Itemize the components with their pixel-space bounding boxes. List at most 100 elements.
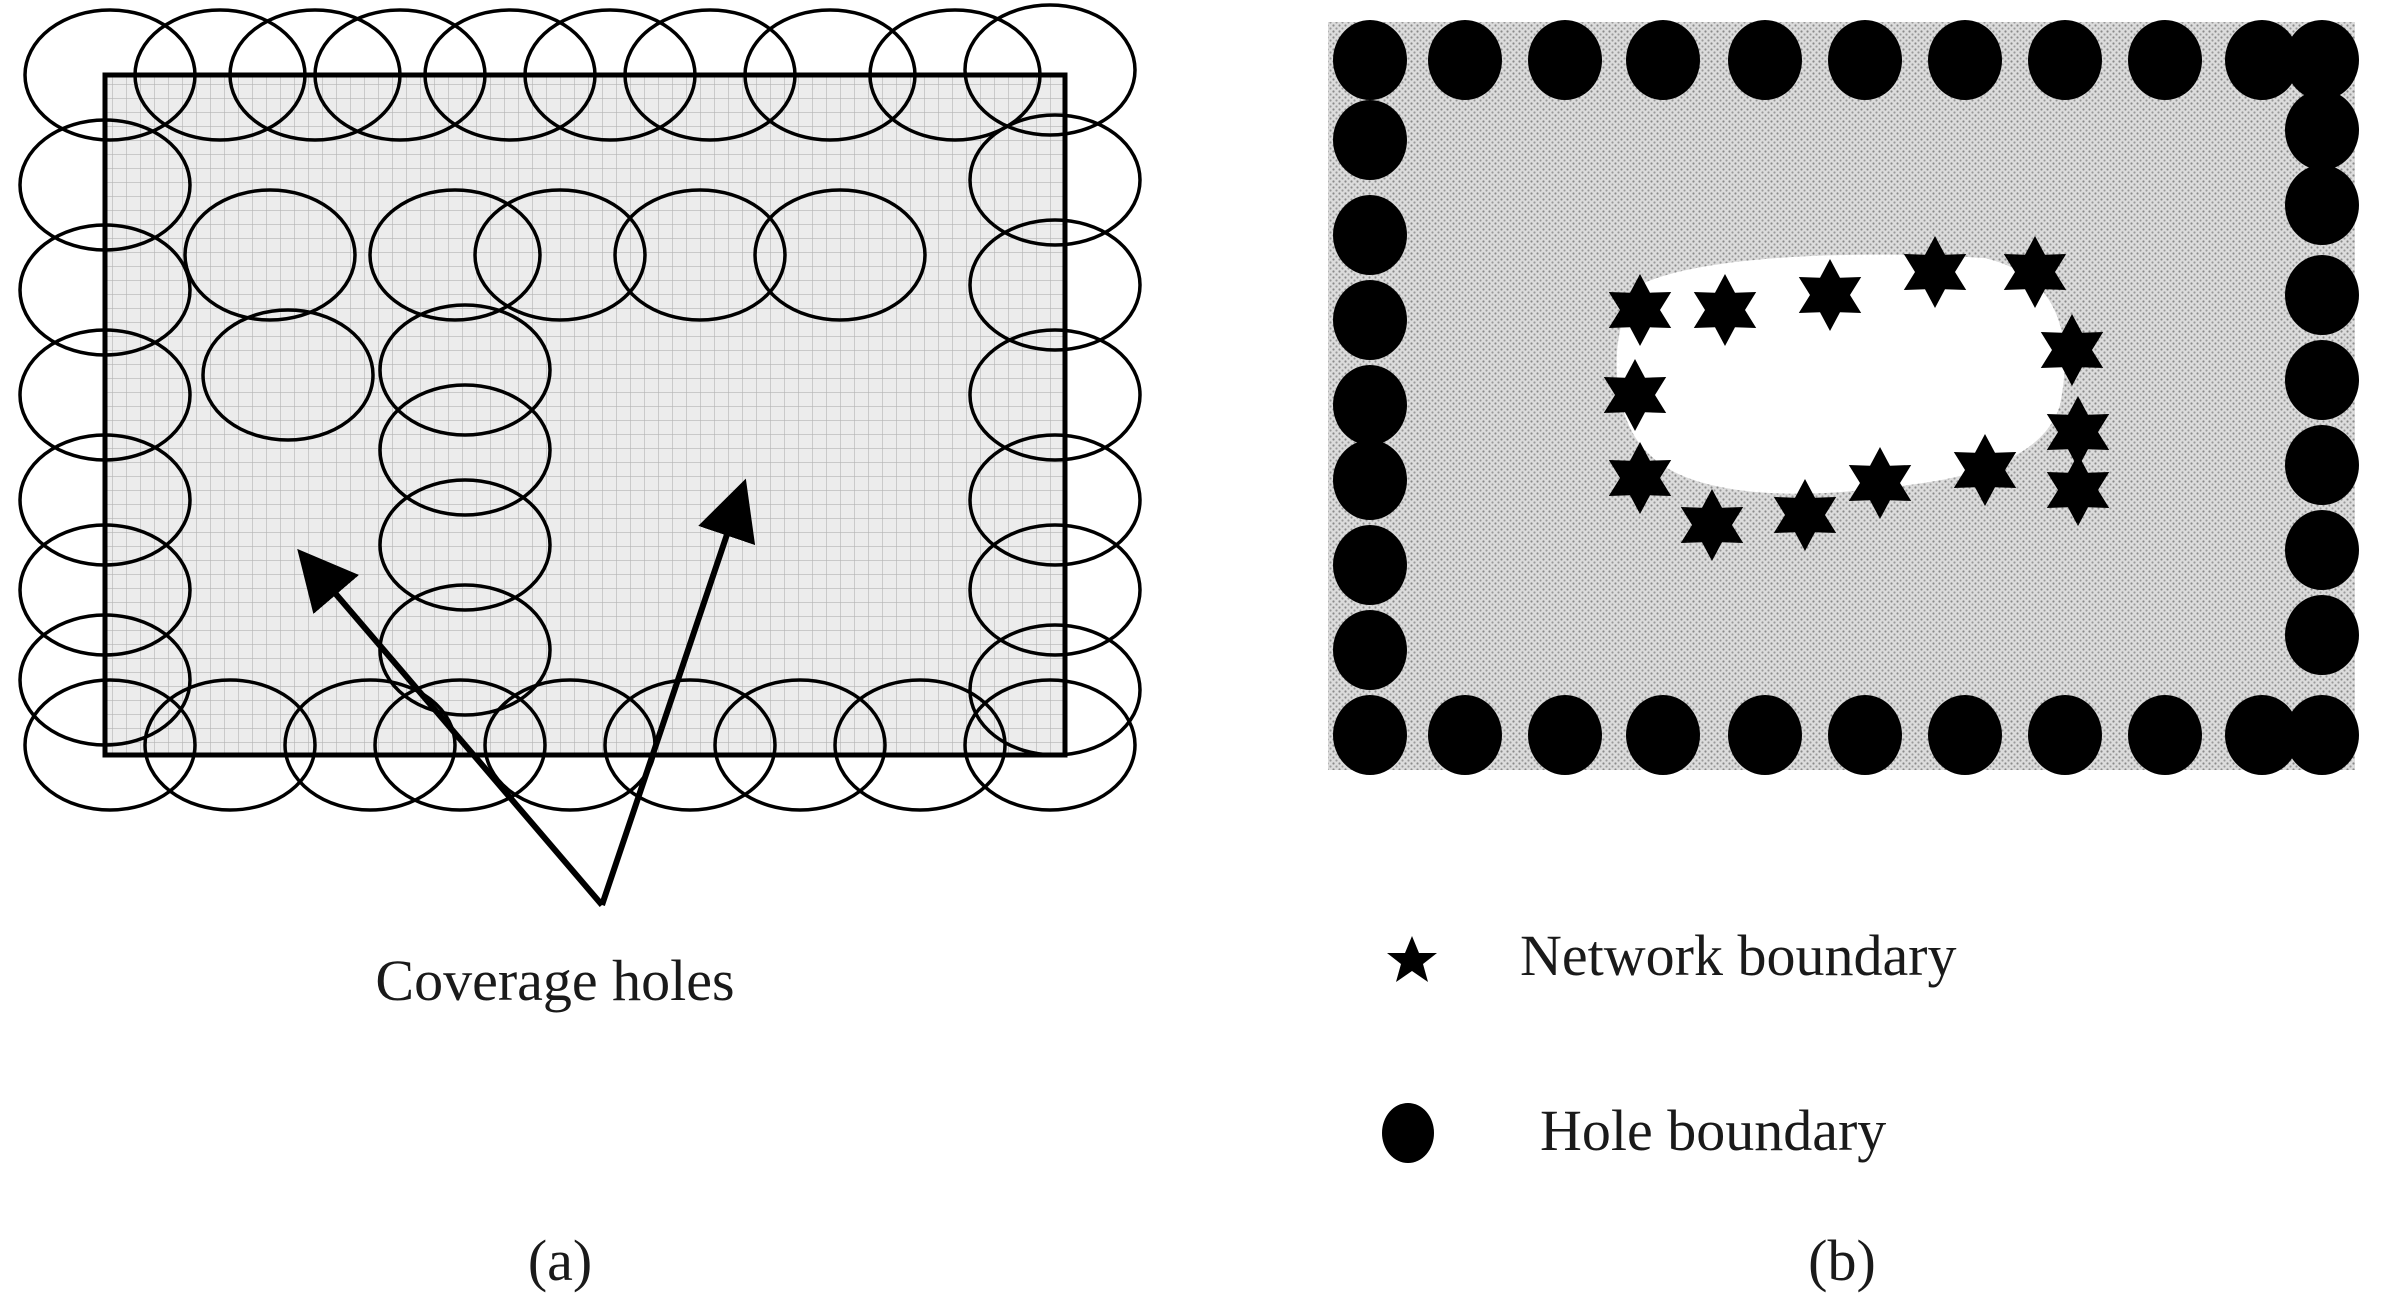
coverage-circle — [868, 8, 1042, 142]
hole-boundary-node — [1828, 20, 1902, 100]
network-boundary-node — [2046, 396, 2110, 468]
coverage-circle — [623, 8, 797, 142]
coverage-circle — [968, 523, 1142, 657]
coverage-arrow-right — [599, 478, 756, 906]
hole-boundary-node — [2225, 695, 2299, 775]
filled-circle-icon — [1382, 1103, 1434, 1163]
coverage-circle — [423, 8, 597, 142]
hole-boundary-node — [1333, 440, 1407, 520]
coverage-circle — [963, 678, 1137, 812]
coverage-circle — [283, 678, 457, 812]
network-boundary-node — [1953, 434, 2017, 506]
hole-boundary-node — [2285, 595, 2359, 675]
coverage-circle — [228, 8, 402, 142]
coverage-circle — [963, 3, 1137, 137]
network-boundary-node — [1773, 479, 1837, 551]
network-boundary-node — [2040, 314, 2104, 386]
network-boundary-node — [1608, 442, 1672, 514]
coverage-circle — [753, 188, 927, 322]
coverage-circle — [968, 623, 1142, 757]
hole-boundary-node — [1928, 695, 2002, 775]
hole-boundary-node — [1626, 20, 1700, 100]
hole-boundary-node — [2285, 425, 2359, 505]
network-boundary-node — [1798, 259, 1862, 331]
network-boundary-nodes — [1603, 236, 2110, 561]
hole-boundary-node — [1333, 695, 1407, 775]
panel-b: Network boundary Hole boundary (b) — [1328, 20, 2359, 1293]
coverage-circle — [968, 433, 1142, 567]
coverage-circle — [18, 223, 192, 357]
network-boundary-node — [1903, 236, 1967, 308]
coverage-circle — [603, 678, 777, 812]
coverage-circle — [183, 188, 357, 322]
hole-boundary-node — [2225, 20, 2299, 100]
hole-boundary-node — [1528, 20, 1602, 100]
coverage-circle — [143, 678, 317, 812]
coverage-circle — [18, 118, 192, 252]
coverage-circle — [378, 303, 552, 437]
hole-boundary-node — [2285, 510, 2359, 590]
legend: Network boundary Hole boundary — [1382, 923, 1957, 1163]
hole-boundary-node — [1728, 20, 1802, 100]
sensor-coverage-circles — [18, 3, 1142, 812]
coverage-circle — [378, 383, 552, 517]
network-boundary-node — [2046, 454, 2110, 526]
hole-boundary-node — [2285, 695, 2359, 775]
coverage-circle — [201, 308, 375, 442]
hole-boundary-node — [1333, 100, 1407, 180]
hole-boundary-node — [2285, 90, 2359, 170]
coverage-circle — [23, 8, 197, 142]
coverage-arrow-left — [297, 548, 605, 907]
hole-boundary-node — [2285, 255, 2359, 335]
coverage-circle — [313, 8, 487, 142]
hole-boundary-node — [1728, 695, 1802, 775]
hole-boundary-node — [1528, 695, 1602, 775]
coverage-circle — [18, 328, 192, 462]
coverage-circle — [23, 678, 197, 812]
network-boundary-node — [1680, 489, 1744, 561]
coverage-circle — [833, 678, 1007, 812]
hole-boundary-node — [2285, 340, 2359, 420]
hole-boundary-node — [2285, 165, 2359, 245]
hole-boundary-node — [1333, 195, 1407, 275]
hole-boundary-node — [1333, 280, 1407, 360]
coverage-circle — [133, 8, 307, 142]
hole-boundary-node — [1333, 20, 1407, 100]
hole-boundary-node — [2128, 20, 2202, 100]
network-boundary-node — [1693, 274, 1757, 346]
panel-a: Coverage holes (a) — [18, 3, 1142, 1293]
hole-boundary-node — [1626, 695, 1700, 775]
coverage-holes-label: Coverage holes — [375, 948, 734, 1013]
hole-boundary-node — [1928, 20, 2002, 100]
hole-boundary-node — [1333, 525, 1407, 605]
hole-boundary-node — [2028, 20, 2102, 100]
hole-boundary-node — [1828, 695, 1902, 775]
coverage-circle — [368, 188, 542, 322]
caption-a: (a) — [528, 1228, 592, 1293]
coverage-circle — [473, 188, 647, 322]
hole-boundary-nodes — [1333, 20, 2359, 775]
coverage-circle — [613, 188, 787, 322]
coverage-circle — [743, 8, 917, 142]
coverage-circle — [18, 433, 192, 567]
legend-label-hole-boundary: Hole boundary — [1540, 1098, 1886, 1163]
legend-label-network-boundary: Network boundary — [1520, 923, 1957, 988]
coverage-circle — [378, 478, 552, 612]
hole-boundary-node — [1333, 610, 1407, 690]
hole-boundary-node — [2128, 695, 2202, 775]
hole-boundary-node — [2285, 20, 2359, 100]
network-boundary-node — [2003, 236, 2067, 308]
caption-b: (b) — [1808, 1228, 1876, 1293]
coverage-circle — [968, 113, 1142, 247]
hole-boundary-node — [2028, 695, 2102, 775]
network-boundary-node — [1608, 274, 1672, 346]
star-icon — [1387, 936, 1437, 982]
hole-boundary-node — [1333, 365, 1407, 445]
hole-boundary-node — [1428, 20, 1502, 100]
network-boundary-node — [1603, 359, 1667, 431]
coverage-circle — [968, 218, 1142, 352]
coverage-circle — [523, 8, 697, 142]
network-area — [102, 72, 1068, 758]
coverage-circle — [373, 678, 547, 812]
